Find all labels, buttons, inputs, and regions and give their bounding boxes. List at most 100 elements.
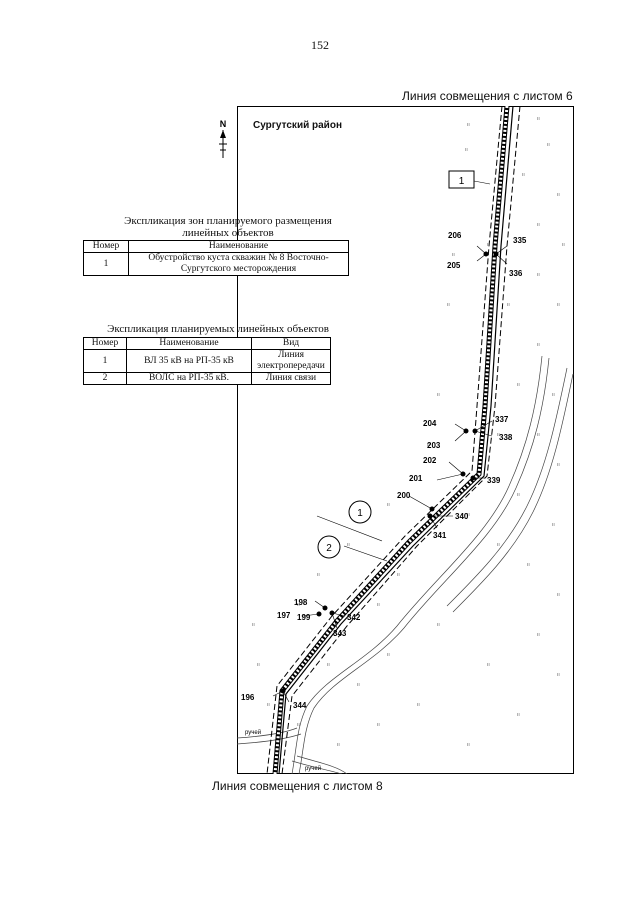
svg-text:ıı: ıı xyxy=(387,652,390,658)
table-row: 1 ВЛ 35 кВ на РП-35 кВ Линия электропере… xyxy=(83,349,331,373)
objects-cell-number: 1 xyxy=(83,349,127,373)
svg-text:ıı: ıı xyxy=(547,142,550,148)
svg-text:ıı: ıı xyxy=(487,662,490,668)
svg-text:ıı: ıı xyxy=(387,502,390,508)
svg-text:ıı: ıı xyxy=(537,272,540,278)
page-number: 152 xyxy=(311,38,329,52)
svg-text:ıı: ıı xyxy=(557,302,560,308)
svg-text:ıı: ıı xyxy=(557,672,560,678)
svg-text:ıı: ıı xyxy=(487,242,490,248)
objects-kind-line2: электропередачи xyxy=(257,361,325,371)
zones-header-name: Наименование xyxy=(128,240,349,253)
svg-text:ıı: ıı xyxy=(347,542,350,548)
svg-text:ıı: ıı xyxy=(377,602,380,608)
point-label: 200 xyxy=(397,491,411,500)
objects-header-name: Наименование xyxy=(126,337,252,350)
svg-text:ıı: ıı xyxy=(497,542,500,548)
point-label: 336 xyxy=(509,269,523,278)
svg-text:ıı: ıı xyxy=(447,302,450,308)
svg-text:ıı: ıı xyxy=(537,116,540,122)
zones-table: Номер Наименование 1 Обустройство куста … xyxy=(83,240,349,276)
svg-text:ıı: ıı xyxy=(522,172,525,178)
svg-text:ıı: ıı xyxy=(467,742,470,748)
svg-text:ıı: ıı xyxy=(537,632,540,638)
svg-text:ıı: ıı xyxy=(557,462,560,468)
point-label: 341 xyxy=(433,531,447,540)
svg-text:ıı: ıı xyxy=(317,572,320,578)
svg-text:ıı: ıı xyxy=(552,392,555,398)
point-label: 202 xyxy=(423,456,437,465)
svg-text:ıı: ıı xyxy=(507,302,510,308)
point-label: 337 xyxy=(495,415,509,424)
svg-text:ıı: ıı xyxy=(552,522,555,528)
zones-cell-name: Обустройство куста скважин № 8 Восточно-… xyxy=(128,252,349,276)
circle-label-1: 1 xyxy=(357,508,363,519)
point-label: 342 xyxy=(347,613,361,622)
svg-text:ıı: ıı xyxy=(417,702,420,708)
zones-name-line2: Сургутского месторождения xyxy=(180,264,297,274)
point-label: 206 xyxy=(448,231,462,240)
svg-text:ıı: ıı xyxy=(537,342,540,348)
svg-text:ıı: ıı xyxy=(537,432,540,438)
objects-cell-kind: Линия электропередачи xyxy=(251,349,331,373)
zones-cell-number: 1 xyxy=(83,252,129,276)
circle-label-2: 2 xyxy=(326,543,332,554)
svg-text:ıı: ıı xyxy=(557,192,560,198)
svg-text:ıı: ıı xyxy=(267,702,270,708)
match-line-top: Линия совмещения с листом 6 xyxy=(402,89,573,103)
north-label: N xyxy=(220,119,227,129)
svg-text:ıı: ıı xyxy=(465,147,468,153)
district-label: Сургутский район xyxy=(253,120,342,131)
point-label: 205 xyxy=(447,261,461,270)
svg-text:ıı: ıı xyxy=(427,442,430,448)
zones-name-line1: Обустройство куста скважин № 8 Восточно- xyxy=(148,253,329,263)
svg-text:ıı: ıı xyxy=(537,222,540,228)
svg-text:ıı: ıı xyxy=(327,662,330,668)
svg-text:ıı: ıı xyxy=(527,562,530,568)
svg-text:ıı: ıı xyxy=(517,492,520,498)
table-row: 1 Обустройство куста скважин № 8 Восточн… xyxy=(83,252,349,276)
stream-label: ручей xyxy=(245,729,261,736)
zones-header-number: Номер xyxy=(83,240,129,253)
svg-text:ıı: ıı xyxy=(357,682,360,688)
svg-text:ıı: ıı xyxy=(297,722,300,728)
point-label: 203 xyxy=(427,441,441,450)
point-label: 198 xyxy=(294,598,308,607)
map-frame xyxy=(237,106,574,774)
point-label: 204 xyxy=(423,419,437,428)
map-drawing: ıı ıı ıı ıı ıı ıı ıı ıı ıı ıı ıı ıı ıı ıı ıı ıı ıı ı… xyxy=(237,106,574,774)
svg-text:ıı: ıı xyxy=(497,432,500,438)
point-label: 196 xyxy=(241,693,255,702)
match-line-bottom: Линия совмещения с листом 8 xyxy=(212,779,383,793)
objects-kind-line1: Линия xyxy=(277,350,305,360)
svg-text:ıı: ıı xyxy=(517,712,520,718)
table-row: 2 ВОЛС на РП-35 кВ. Линия связи xyxy=(83,372,331,385)
north-arrow-icon: N xyxy=(219,119,227,158)
point-label: 339 xyxy=(487,476,501,485)
svg-text:ıı: ıı xyxy=(437,622,440,628)
svg-text:ıı: ıı xyxy=(337,742,340,748)
point-label: 338 xyxy=(499,433,513,442)
stream-label-2: ручей xyxy=(305,765,321,772)
zones-table-title: Экспликация зон планируемого размещения … xyxy=(83,215,373,239)
svg-text:ıı: ıı xyxy=(562,242,565,248)
objects-cell-name: ВОЛС на РП-35 кВ. xyxy=(126,372,252,385)
point-label: 197 xyxy=(277,611,291,620)
svg-text:ıı: ıı xyxy=(557,592,560,598)
point-label: 201 xyxy=(409,474,423,483)
zone-box-label: 1 xyxy=(459,176,465,187)
objects-cell-number: 2 xyxy=(83,372,127,385)
svg-text:ıı: ıı xyxy=(517,382,520,388)
objects-header-number: Номер xyxy=(83,337,127,350)
svg-text:ıı: ıı xyxy=(257,662,260,668)
objects-table: Номер Наименование Вид 1 ВЛ 35 кВ на РП-… xyxy=(83,337,331,385)
svg-text:ıı: ıı xyxy=(467,122,470,128)
point-label: 335 xyxy=(513,236,527,245)
objects-table-title: Экспликация планируемых линейных объекто… xyxy=(107,323,329,335)
point-label: 340 xyxy=(455,512,469,521)
objects-cell-kind: Линия связи xyxy=(251,372,331,385)
objects-header-kind: Вид xyxy=(251,337,331,350)
point-label: 344 xyxy=(293,701,307,710)
svg-text:ıı: ıı xyxy=(252,622,255,628)
svg-text:ıı: ıı xyxy=(467,512,470,518)
